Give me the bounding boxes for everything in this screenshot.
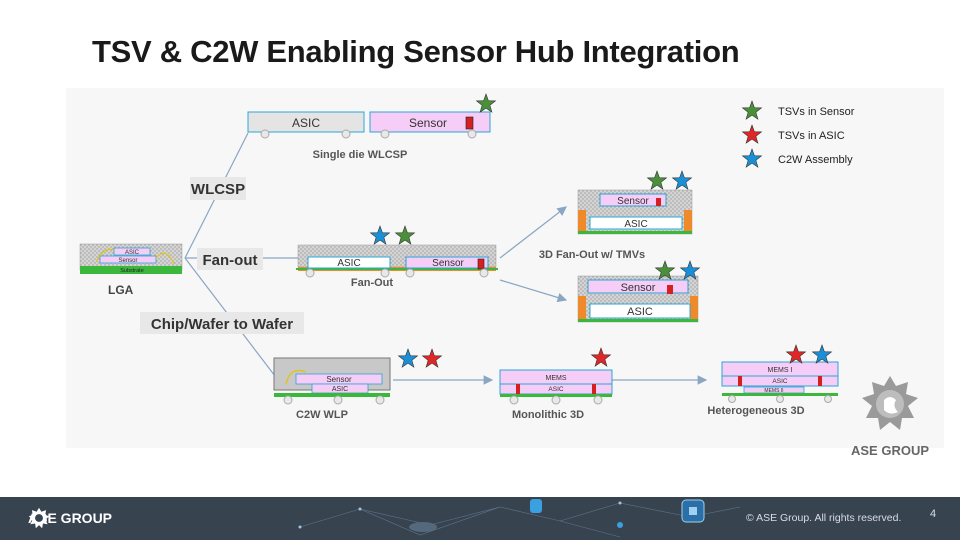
fanout-asic-label: ASIC [337, 258, 360, 269]
star-icon [476, 93, 496, 113]
fanout3d-caption: 3D Fan-Out w/ TMVs [539, 249, 645, 261]
footer-brand-text: ASE GROUP [28, 510, 113, 526]
slide-footer: ASE GROUP © ASE Group. All rights reserv… [0, 497, 960, 540]
monolithic-3d-package: MEMS ASIC Monolithic 3D [499, 347, 613, 421]
network-decoration [298, 499, 741, 538]
path-label-wlcsp: WLCSP [191, 181, 245, 198]
legend-label: TSVs in ASIC [778, 130, 845, 142]
star-icon [742, 148, 762, 168]
ase-gear-logo-icon [862, 376, 918, 430]
hetero-mems-label: MEMS I [768, 367, 793, 374]
monolithic-caption: Monolithic 3D [512, 409, 584, 421]
slide-title: TSV & C2W Enabling Sensor Hub Integratio… [92, 34, 740, 69]
legend-label: TSVs in Sensor [778, 106, 855, 118]
legend-item-tsv-sensor: TSVs in Sensor [742, 100, 855, 120]
fanout-caption: Fan-Out [351, 277, 393, 289]
wlcsp-sensor-label: Sensor [409, 116, 447, 130]
ase-brand-text: ASE GROUP [851, 443, 929, 458]
star-icon [422, 348, 442, 368]
heterogeneous-3d-package: MEMS I ASIC MEMS II Heterogeneous 3D [707, 344, 839, 417]
device-icon [530, 499, 542, 513]
legend-item-tsv-asic: TSVs in ASIC [742, 124, 845, 144]
star-icon [395, 225, 415, 245]
copyright-text: © ASE Group. All rights reserved. [746, 512, 902, 524]
star-icon [742, 100, 762, 120]
packaging-roadmap-diagram: ASIC Sensor Substrate LGA WLCSP Fan-out … [79, 93, 929, 458]
legend: TSVs in Sensor TSVs in ASIC C2W Assembly [742, 100, 855, 168]
monolithic-mems-label: MEMS [546, 375, 567, 382]
c2w-asic-label: ASIC [332, 386, 348, 393]
lga-package: ASIC Sensor Substrate LGA [79, 243, 183, 297]
path-labels: WLCSP Fan-out Chip/Wafer to Wafer [140, 177, 304, 334]
wlcsp-caption: Single die WLCSP [313, 149, 408, 161]
star-icon [742, 124, 762, 144]
page-number: 4 [930, 508, 937, 520]
legend-item-c2w: C2W Assembly [742, 148, 853, 168]
star-icon [591, 347, 611, 367]
hetero-mems2-label: MEMS II [764, 388, 783, 394]
c2w-caption: C2W WLP [296, 409, 348, 421]
fanout3d-package-bottom: Sensor ASIC [577, 260, 700, 323]
star-icon [398, 348, 418, 368]
lga-asic-label: ASIC [125, 250, 140, 256]
footer-logo: ASE GROUP [28, 507, 112, 529]
lga-sensor-label: Sensor [118, 258, 137, 264]
legend-label: C2W Assembly [778, 154, 853, 166]
path-label-c2w: Chip/Wafer to Wafer [151, 316, 293, 333]
hetero-asic-label: ASIC [772, 378, 787, 385]
wlcsp-asic-label: ASIC [292, 116, 320, 130]
c2w-sensor-label: Sensor [326, 375, 352, 384]
fanout3d-top-asic-label: ASIC [624, 219, 647, 230]
lga-substrate-label: Substrate [120, 268, 144, 274]
lga-caption: LGA [108, 283, 134, 297]
fanout-package: ASIC Sensor Fan-Out [296, 225, 498, 289]
path-label-fanout: Fan-out [203, 252, 258, 269]
car-icon [409, 522, 437, 532]
fanout3d-package-top: Sensor ASIC [577, 170, 693, 235]
c2w-wlp-package: Sensor ASIC C2W WLP [273, 348, 442, 421]
fanout3d-bottom-asic-label: ASIC [627, 306, 653, 318]
fanout-sensor-label: Sensor [432, 258, 464, 269]
star-icon [647, 170, 667, 190]
hetero-caption: Heterogeneous 3D [707, 405, 804, 417]
fanout3d-top-sensor-label: Sensor [617, 196, 649, 207]
ase-gear-logo-icon [28, 507, 50, 529]
star-icon [370, 225, 390, 245]
star-icon [812, 344, 832, 364]
fanout3d-bottom-sensor-label: Sensor [621, 282, 656, 294]
monolithic-asic-label: ASIC [548, 386, 563, 393]
star-icon [786, 344, 806, 364]
star-icon [672, 170, 692, 190]
wlcsp-package: ASIC Sensor Single die WLCSP [247, 93, 496, 161]
